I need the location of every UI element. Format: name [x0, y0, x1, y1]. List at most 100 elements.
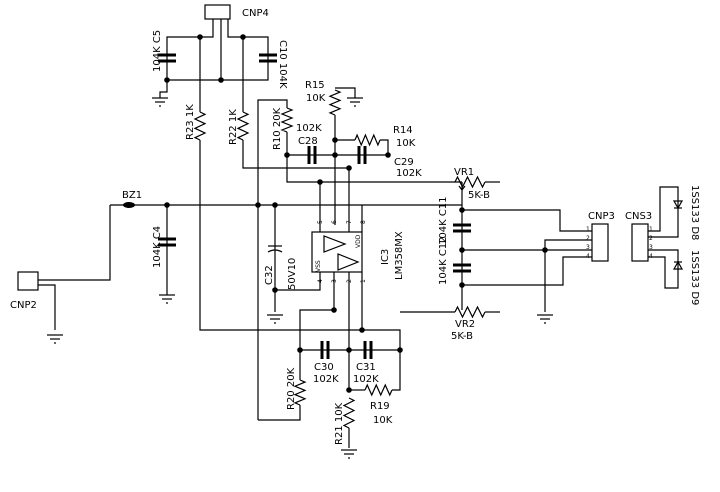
- resistor-r10: [280, 107, 294, 133]
- junction-dot: [164, 77, 170, 83]
- wire: [286, 132, 462, 183]
- label-c29-name: C29: [394, 157, 414, 168]
- cns3-pin-2: 2: [649, 235, 653, 242]
- label-c31-name: C31: [356, 362, 376, 373]
- ground-icon: [347, 97, 363, 107]
- pin-6: 6: [331, 220, 338, 224]
- wire: [275, 272, 321, 291]
- pin-7: 7: [346, 220, 353, 224]
- label-cnp2: CNP2: [10, 300, 37, 311]
- buzzer-bz1: [123, 202, 135, 208]
- diode-d8: [672, 200, 684, 210]
- opamp-a-icon: [323, 235, 347, 253]
- capacitor-c11: [453, 223, 471, 233]
- resistor-r15: [328, 89, 342, 116]
- ground-icon: [537, 314, 553, 324]
- capacitor-plate: [267, 249, 283, 253]
- label-c30-value: 102K: [313, 374, 339, 385]
- pin-5: 5: [317, 220, 324, 224]
- pin-4: 4: [317, 279, 324, 283]
- label-r10: R10 20K: [272, 107, 283, 150]
- wire: [392, 350, 401, 391]
- capacitor-c30: [320, 341, 330, 359]
- label-r19-value: 10K: [373, 415, 393, 426]
- wire: [159, 80, 168, 98]
- label-vr1-name: VR1: [454, 167, 474, 178]
- junction-dot: [272, 287, 278, 293]
- label-r22: R22 1K: [228, 109, 239, 145]
- wire: [258, 405, 301, 421]
- cns3-pin-1: 1: [649, 226, 653, 233]
- cnp3-pin-3: 3: [586, 244, 590, 251]
- label-vr1-value: 5K-B: [468, 190, 490, 201]
- junction-dot: [331, 307, 337, 313]
- wire: [462, 209, 592, 232]
- resistor-r14: [354, 133, 381, 147]
- components: [47, 53, 684, 459]
- ground-icon: [152, 97, 168, 107]
- wire: [166, 19, 269, 81]
- label-cnp3: CNP3: [588, 211, 615, 222]
- label-r23: R23 1K: [185, 104, 196, 140]
- label-ic3-name: IC3: [380, 249, 391, 265]
- diode-triangle: [672, 200, 684, 210]
- label-r15-name: R15: [305, 80, 325, 91]
- junction-dot: [332, 152, 338, 158]
- label-vr2-value: 5K-B: [451, 331, 473, 342]
- pin-1: 1: [360, 279, 367, 283]
- label-c12: 104K C12: [438, 236, 449, 285]
- resistor-r19: [364, 383, 393, 397]
- junction-dot: [359, 327, 365, 333]
- junction-dot: [218, 77, 224, 83]
- capacitor-c5: [158, 53, 176, 63]
- junction-dot: [385, 152, 391, 158]
- wire: [648, 186, 679, 238]
- capacitor-c29: [357, 146, 367, 164]
- label-d8: 1SS133 D8: [689, 185, 700, 240]
- cnp3-pin-1: 1: [586, 226, 590, 233]
- label-c29-value: 102K: [396, 168, 422, 179]
- label-vss: VSS: [315, 260, 322, 272]
- label-c11: 104K C11: [438, 196, 449, 245]
- junction-dot: [332, 137, 338, 143]
- label-r19-name: R19: [370, 401, 390, 412]
- capacitor-c4: [158, 237, 176, 247]
- potentiometer-vr1: [454, 175, 486, 189]
- label-c32-value: 50V10: [287, 258, 298, 290]
- pin-3: 3: [331, 279, 338, 283]
- label-c4: 104K C4: [152, 226, 163, 268]
- wire: [380, 139, 389, 155]
- label-ic3-part: LM358MX: [394, 231, 405, 280]
- resistor-r21: [342, 397, 356, 429]
- label-r14-value: 10K: [396, 138, 416, 149]
- label-r14-name: R14: [393, 125, 413, 136]
- connector-cnp3: [591, 223, 609, 262]
- junction-dot: [346, 387, 352, 393]
- ground-icon: [47, 334, 63, 344]
- label-cnp4: CNP4: [242, 8, 269, 19]
- cns3-pin-3: 3: [649, 244, 653, 251]
- capacitor-c32: [267, 245, 283, 253]
- label-c5: 104K C5: [152, 30, 163, 72]
- wire: [462, 256, 592, 286]
- label-bz1: BZ1: [122, 190, 142, 201]
- capacitor-c10: [259, 53, 277, 63]
- capacitor-c31: [363, 341, 373, 359]
- potentiometer-vr2: [454, 305, 486, 319]
- connector-cnp4: [204, 4, 231, 20]
- cns3-pin-4: 4: [649, 253, 653, 260]
- wire: [242, 140, 349, 169]
- label-vr2-name: VR2: [455, 319, 475, 330]
- pin-2: 2: [346, 279, 353, 283]
- ic3-body: [311, 231, 363, 273]
- ground-icon: [159, 294, 175, 304]
- label-c30-name: C30: [314, 362, 334, 373]
- label-r21: R21 10K: [334, 402, 345, 445]
- pin-8: 8: [360, 220, 367, 224]
- label-c31-value: 102K: [353, 374, 379, 385]
- wire: [299, 272, 335, 350]
- wire: [257, 99, 288, 420]
- ground-icon: [267, 314, 283, 324]
- label-vdd: VDD: [355, 234, 362, 248]
